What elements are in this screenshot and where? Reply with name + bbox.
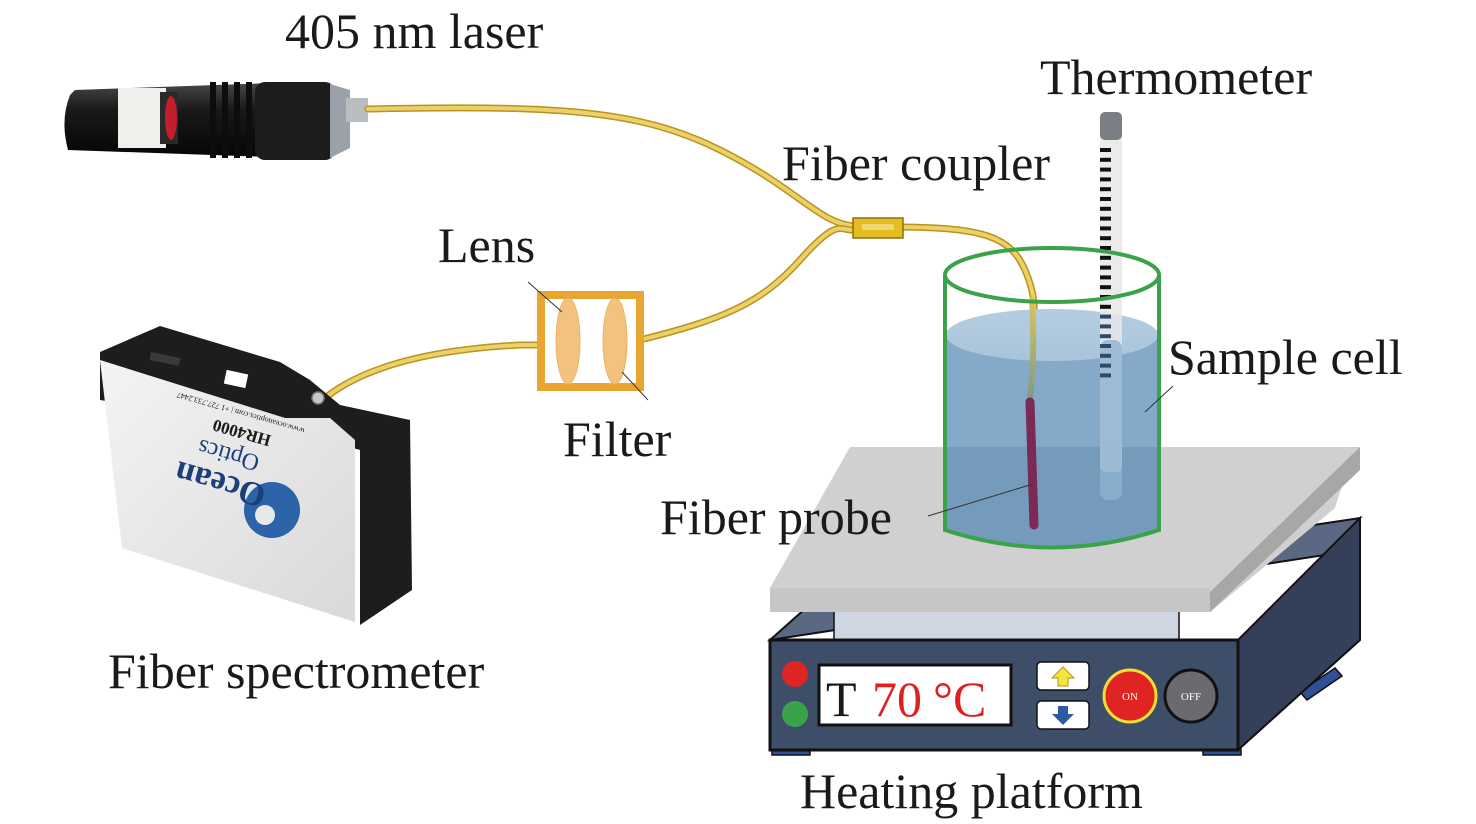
lens-element [555, 297, 581, 385]
thermometer-tick [1100, 167, 1111, 172]
thermometer-tick [1100, 236, 1111, 241]
power-on-button[interactable]: ON [1102, 668, 1158, 724]
fiber-spectrometer-device: Ocean Optics HR4000 www.oceanoptics.com … [100, 326, 412, 625]
display-temperature-value: 70 [872, 671, 922, 727]
sample-cell-leader-line [1144, 385, 1174, 413]
probe-fiber-segment [1027, 297, 1037, 403]
fiber-probe [1025, 397, 1039, 530]
label-filter: Filter [563, 411, 672, 467]
thermometer-tick [1100, 265, 1111, 270]
thermometer [1100, 112, 1122, 500]
label-fiber-spectrometer: Fiber spectrometer [108, 643, 485, 699]
thermometer-tick [1100, 334, 1111, 339]
thermometer-tick [1100, 226, 1111, 231]
thermometer-tick [1100, 344, 1111, 348]
thermometer-tick [1100, 285, 1111, 290]
label-thermometer: Thermometer [1040, 49, 1313, 105]
thermometer-tick [1100, 197, 1111, 201]
thermometer-tick [1100, 363, 1111, 368]
fiber-probe-leader-line [927, 483, 1034, 517]
thermometer-tick [1100, 246, 1111, 250]
lens-filter-assembly [537, 291, 644, 391]
thermometer-tick [1100, 373, 1111, 378]
arrow-down-icon [1052, 706, 1074, 725]
indicator-light-green [782, 701, 808, 727]
laser-label-sticker [118, 88, 166, 148]
temperature-down-button[interactable] [1036, 700, 1090, 730]
label-fiber-coupler: Fiber coupler [782, 135, 1050, 191]
thermometer-tick [1100, 206, 1111, 211]
laser-fiber-connector [346, 98, 368, 122]
heating-plate [770, 588, 1210, 612]
display-temperature-unit: °C [933, 671, 986, 727]
power-off-label: OFF [1181, 691, 1201, 703]
label-sample-cell: Sample cell [1168, 329, 1403, 385]
filter-leader-line [621, 371, 649, 401]
temperature-display: T 70 °C [817, 663, 1013, 727]
thermometer-tick [1100, 314, 1111, 319]
thermometer-tick [1100, 157, 1111, 162]
thermometer-tick [1100, 177, 1111, 182]
thermometer-tick [1100, 304, 1111, 309]
label-fiber-probe: Fiber probe [660, 489, 892, 545]
thermometer-tick [1100, 187, 1111, 192]
thermometer-cap [1100, 112, 1122, 140]
label-laser: 405 nm laser [285, 3, 544, 59]
thermometer-tick [1100, 255, 1111, 260]
display-prefix: T [826, 671, 857, 727]
power-on-label: ON [1122, 691, 1138, 703]
beaker-glass [943, 246, 1161, 550]
label-heating-platform: Heating platform [800, 763, 1143, 819]
power-off-button[interactable]: OFF [1163, 668, 1219, 724]
lens-leader-line [527, 281, 563, 313]
fiber-coupler [852, 217, 904, 239]
laser-device [64, 82, 368, 160]
indicator-light-red [782, 661, 808, 687]
thermometer-tick [1100, 148, 1111, 152]
filter-element [602, 297, 628, 385]
thermometer-tick [1100, 275, 1111, 280]
sample-cell-beaker [945, 309, 1158, 548]
arrow-up-icon [1050, 666, 1076, 687]
thermometer-tick [1100, 216, 1111, 221]
label-lens: Lens [438, 217, 536, 273]
spectrometer-fiber-port [311, 391, 325, 405]
thermometer-tick [1100, 353, 1111, 358]
thermometer-tick [1100, 324, 1111, 329]
temperature-up-button[interactable] [1036, 661, 1090, 691]
